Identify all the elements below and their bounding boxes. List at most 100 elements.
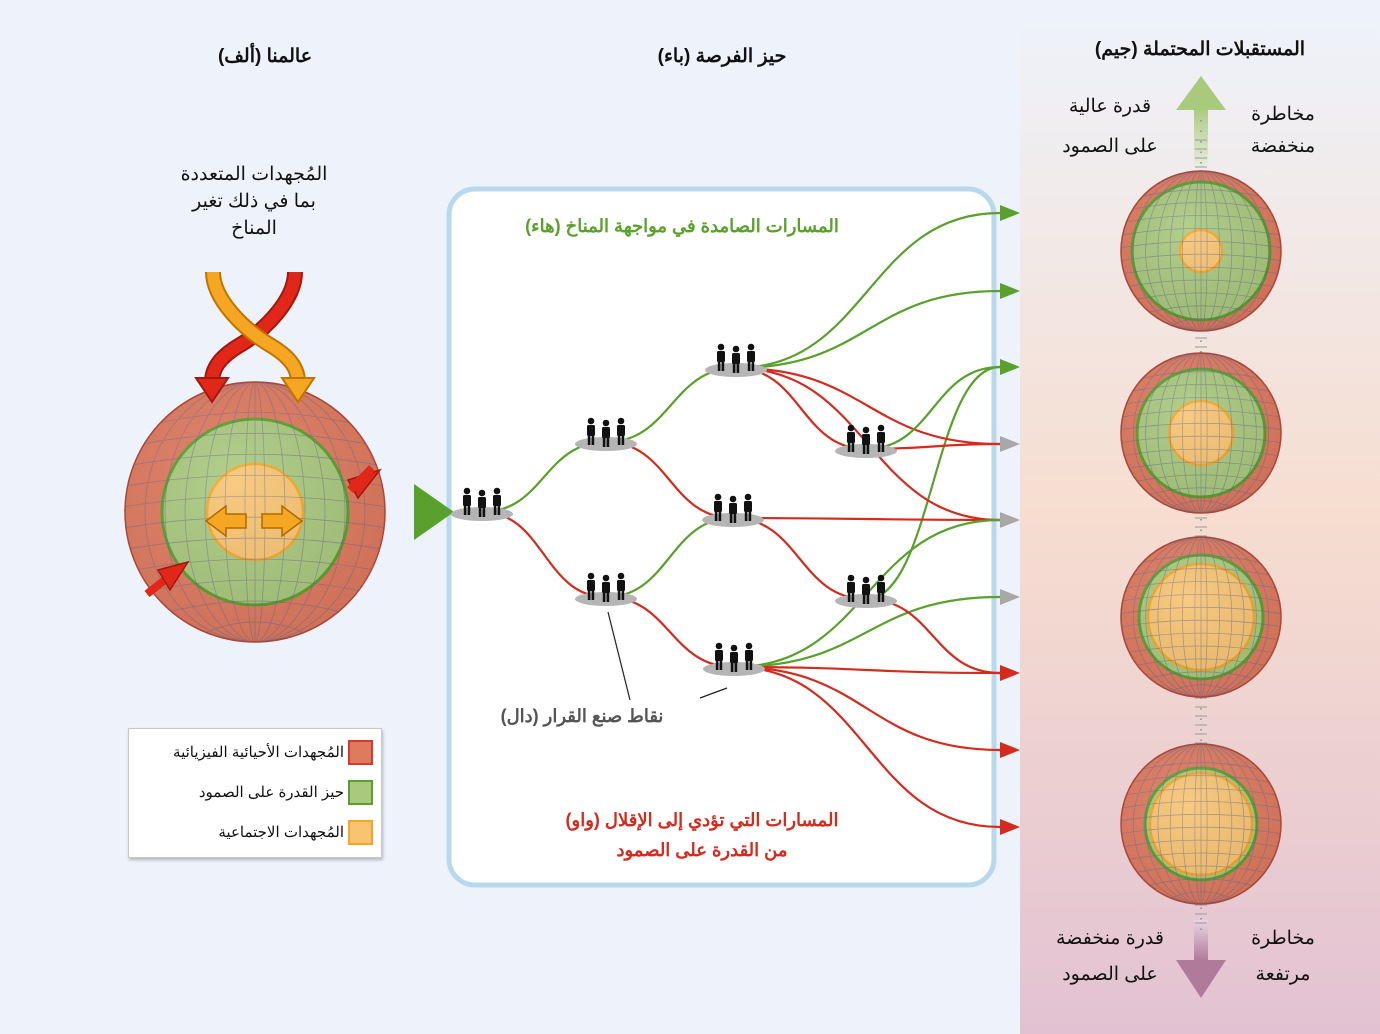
high-resilience-line-2: على الصمود: [1062, 136, 1158, 157]
future-globe-3: [1120, 536, 1282, 698]
legend-item-resilience-space: حيز القدرة على الصمود: [129, 775, 381, 809]
reduced-pathways-label-line-1: (واو) المسارات التي تؤدي إلى الإقلال: [566, 810, 839, 831]
red-pathway: [733, 665, 1001, 752]
pathway-arrow-icon: [1000, 742, 1020, 758]
pathway-arrow-icon: [1000, 205, 1020, 221]
decision-point: [705, 343, 767, 377]
green-pathway: [865, 365, 1001, 451]
our-world-globe: [124, 381, 386, 643]
people-icon: [587, 572, 625, 602]
legend-item-biophysical: المُجهدات الأحيائية الفيزيائية: [129, 735, 381, 769]
down-arrow-icon: [1176, 960, 1226, 998]
decision-platform: [575, 592, 637, 606]
decision-points-label: (دال) نقاط صنع القرار: [501, 706, 664, 727]
green-pathway: [735, 289, 1001, 370]
low-resilience-line-2: على الصمود: [1062, 964, 1158, 985]
high-resilience-line-1: قدرة عالية: [1069, 96, 1151, 117]
social-expand-arrows-icon: [204, 504, 304, 538]
entry-arrow-icon: [414, 484, 454, 540]
decision-platform: [835, 594, 897, 608]
globe-outline: [1120, 536, 1282, 698]
red-arrow-icon: [156, 560, 190, 592]
decision-point: [835, 574, 897, 608]
biophysical-swatch: [348, 739, 373, 765]
decision-platform: [451, 507, 513, 521]
low-risk-line-2: منخفضة: [1251, 136, 1315, 157]
future-globe-2: [1120, 352, 1282, 514]
pathway-arrow-icon: [1000, 512, 1020, 528]
globe-outline: [1120, 352, 1282, 514]
pathway-arrow-icon: [1000, 436, 1020, 452]
green-pathway: [733, 595, 1001, 669]
pathway-end-arrows: [1000, 205, 1020, 835]
drivers-line-3: المناخ: [231, 218, 277, 239]
pathway-arrow-icon: [1000, 819, 1020, 835]
decision-point: [575, 417, 637, 451]
decision-pointer-line: [699, 687, 728, 699]
low-risk-line-1: مخاطرة: [1251, 104, 1315, 125]
decision-platform: [835, 444, 897, 458]
column-a-title: (ألف) عالمنا: [218, 42, 312, 67]
orange-arrow-icon: [280, 377, 316, 404]
globes: [124, 170, 1282, 905]
decision-point: [575, 572, 637, 606]
decision-nodes: [451, 343, 897, 676]
people-icon: [847, 574, 885, 604]
drivers-line-1: المُجهدات المتعددة: [181, 164, 328, 185]
decision-platform: [702, 513, 764, 527]
globe-outline: [1120, 170, 1282, 332]
people-icon: [587, 417, 625, 447]
stressor-arrows: [144, 271, 383, 598]
red-arrow-icon: [194, 377, 230, 404]
pathway-arrow-icon: [1000, 359, 1020, 375]
pathway-arrow-icon: [1000, 283, 1020, 299]
red-pathway: [733, 665, 1001, 829]
drivers-line-2: بما في ذلك تغير: [191, 191, 316, 212]
future-globe-1: [1120, 170, 1282, 332]
people-icon: [715, 642, 753, 672]
green-pathway: [735, 211, 1001, 370]
decision-point: [451, 487, 513, 521]
red-pathway: [735, 366, 1001, 446]
pathways: [481, 211, 1001, 829]
up-arrow-shaft: [1194, 106, 1208, 166]
legend-label: المُجهدات الاجتماعية: [218, 824, 344, 841]
social-swatch: [348, 819, 373, 845]
low-resilience-line-1: قدرة منخفضة: [1056, 928, 1164, 949]
high-risk-line-2: مرتفعة: [1256, 964, 1311, 985]
red-pathway: [733, 665, 1001, 675]
decision-platform: [703, 662, 765, 676]
legend-item-social: المُجهدات الاجتماعية: [129, 815, 381, 849]
globe-outline: [1120, 743, 1282, 905]
high-risk-line-1: مخاطرة: [1251, 928, 1315, 949]
down-arrow-shaft: [1194, 920, 1208, 960]
people-icon: [463, 487, 501, 517]
people-icon: [714, 493, 752, 523]
up-arrow-icon: [1176, 76, 1226, 110]
legend-label: المُجهدات الأحيائية الفيزيائية: [173, 744, 344, 761]
green-pathway: [865, 365, 1001, 601]
people-icon: [847, 424, 885, 454]
resilience-swatch: [348, 779, 373, 805]
opportunity-space-box: [446, 186, 997, 888]
decision-point: [702, 493, 764, 527]
people-icon: [717, 343, 755, 373]
decision-pointer-line: [607, 611, 631, 701]
column-b-title: (باء) حيز الفرصة: [658, 46, 787, 67]
decision-platform: [705, 363, 767, 377]
legend-label: حيز القدرة على الصمود: [198, 784, 344, 801]
column-c-title: (جيم) المستقبلات المحتملة: [1095, 39, 1305, 60]
decision-point: [703, 642, 765, 676]
resilient-pathways-label: (هاء) المسارات الصامدة في مواجهة المناخ: [525, 216, 839, 237]
pathway-arrow-icon: [1000, 665, 1020, 681]
decision-platform: [575, 437, 637, 451]
globe-outline: [124, 381, 386, 643]
future-globe-4: [1120, 743, 1282, 905]
legend: المُجهدات الأحيائية الفيزيائية حيز القدر…: [128, 728, 382, 858]
pathway-arrow-icon: [1000, 589, 1020, 605]
red-pathway: [732, 516, 1001, 522]
reduced-pathways-label-line-2: من القدرة على الصمود: [616, 840, 787, 861]
decision-point: [835, 424, 897, 458]
